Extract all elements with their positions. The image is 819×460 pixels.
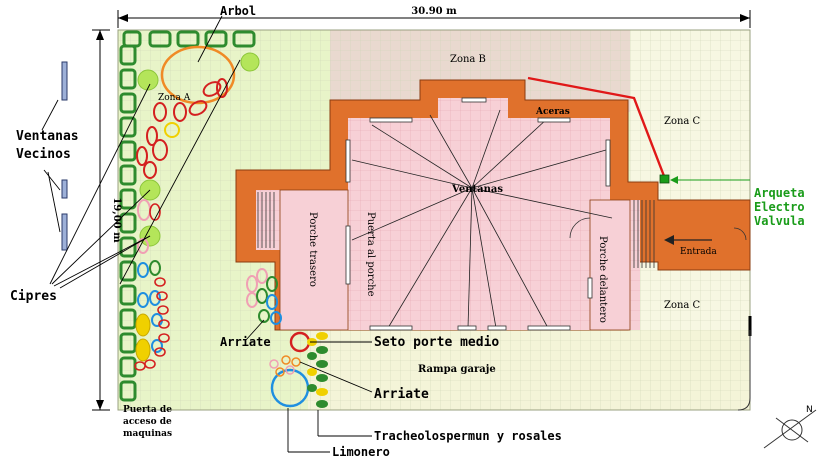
- dim-arrow-right: [740, 14, 750, 22]
- width-dimension: 30.90 m: [411, 6, 457, 17]
- back-porch-label: Porche trasero: [307, 212, 318, 287]
- flowerbed-left-label: Arriate: [220, 335, 271, 349]
- house-windows: [345, 97, 611, 331]
- back-porch-stairs: [257, 192, 275, 248]
- zone-c-top-label: Zona C: [664, 116, 701, 127]
- dim-arrow-left: [118, 14, 128, 22]
- valve-label-1: Arqueta: [754, 186, 805, 200]
- front-porch-area: [589, 199, 631, 331]
- tree-canopy: [160, 45, 236, 105]
- sidewalks-label: Aceras: [535, 107, 570, 117]
- zone-b-label: Zona B: [450, 54, 486, 65]
- compass-rose: [763, 409, 817, 449]
- gate-label-2: acceso de: [123, 417, 172, 427]
- windows-label: Ventanas: [451, 184, 503, 195]
- neighbor-windows: [61, 61, 68, 251]
- lemon-label: Limonero: [332, 445, 390, 459]
- irrigation-pipe: [527, 76, 666, 177]
- entrance-door-swing: [733, 227, 747, 241]
- dim-arrow-bottom: [96, 400, 104, 410]
- tree-label: Arbol: [220, 4, 256, 18]
- hedge-label: Seto porte medio: [374, 335, 499, 350]
- gate-label-3: maquinas: [123, 429, 172, 439]
- porch-door-label: Puerta al porche: [365, 212, 376, 297]
- compass-north-label: N: [806, 405, 813, 415]
- dimension-lines: [92, 10, 751, 411]
- zone-a-pink-shrub-2: [149, 203, 161, 221]
- height-dimension: 19,00 m: [111, 197, 122, 243]
- zone-a-label: Zona A: [158, 93, 191, 103]
- garage-ramp-label: Rampa garaje: [418, 364, 496, 375]
- ramp-corner: [737, 330, 751, 411]
- entrance-stairs: [633, 200, 655, 268]
- porch-door-label-line1: Puerta al porche: [365, 212, 376, 297]
- dim-arrow-top: [96, 30, 104, 40]
- entrance-arrow-head: [664, 235, 674, 245]
- ramp-flowers: [269, 355, 301, 377]
- door-swing: [569, 217, 591, 239]
- valve-label-2: Electro: [754, 200, 805, 214]
- zone-c-bottom-label: Zona C: [664, 300, 701, 311]
- zone-a-yellow-shrub: [164, 122, 180, 138]
- left-flowerbed: [134, 238, 170, 371]
- entrance-label: Entrada: [680, 247, 717, 257]
- leader-lines: [41, 15, 373, 453]
- porch-flowerbed: [246, 268, 282, 325]
- climbers-label: Tracheolospermun y rosales: [374, 429, 562, 443]
- valve-label-3: Valvula: [754, 214, 805, 228]
- valve-arrow-head: [670, 176, 678, 184]
- zone-a-shrubs: [136, 78, 228, 179]
- valve-box: [659, 174, 670, 184]
- gate-label-1: Puerta de: [123, 405, 172, 415]
- house-interior-grid: [256, 98, 640, 330]
- climber-plants: [307, 332, 328, 408]
- front-porch-label: Porche delantero: [597, 236, 608, 323]
- neighbor-windows-label-1: Ventanas: [16, 129, 79, 144]
- neighbor-windows-label-2: Vecinos: [16, 147, 71, 162]
- window-rays: [351, 109, 613, 329]
- cypress-label: Cipres: [10, 289, 57, 304]
- flowerbed-right-label: Arriate: [374, 387, 429, 402]
